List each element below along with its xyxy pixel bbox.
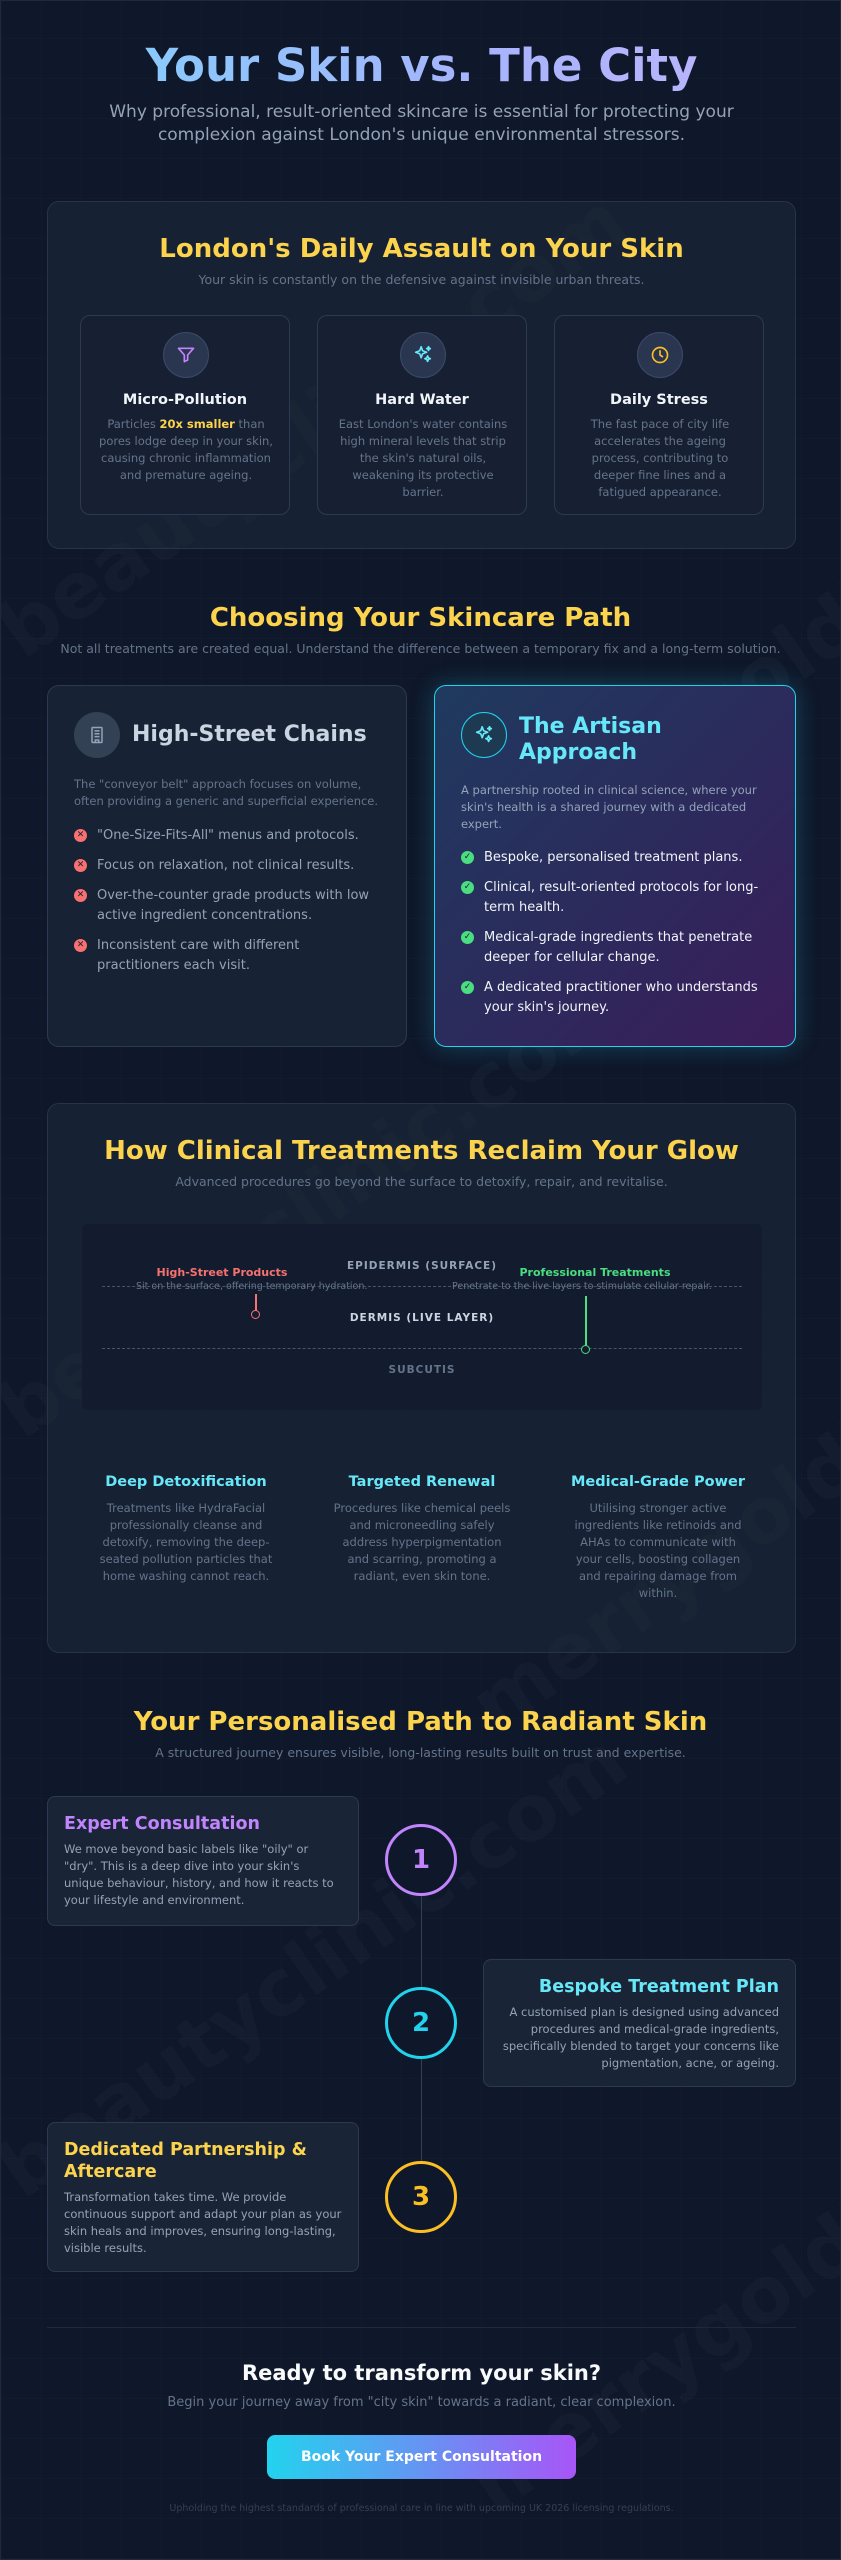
sparkles-icon — [400, 332, 446, 378]
feature-description: Treatments like HydraFacial professional… — [99, 1501, 273, 1583]
page-subtitle: Why professional, result-oriented skinca… — [109, 102, 734, 145]
artisan-card: The Artisan Approach A partnership roote… — [434, 685, 796, 1047]
layer-divider — [102, 1286, 742, 1287]
clinical-subtitle: Advanced procedures go beyond the surfac… — [175, 1174, 668, 1189]
subcutis-label: SUBCUTIS — [388, 1364, 456, 1376]
list-item: ✓Medical-grade ingredients that penetrat… — [461, 928, 771, 968]
clock-icon — [637, 332, 683, 378]
check-icon: ✓ — [461, 851, 474, 864]
threat-card-daily-stress: Daily Stress The fast pace of city life … — [554, 315, 764, 515]
step-description: Transformation takes time. We provide co… — [64, 2190, 342, 2255]
professional-treatments-desc: Penetrate to the live layers to stimulat… — [452, 1281, 712, 1292]
check-icon: ✓ — [461, 981, 474, 994]
footnote: Upholding the highest standards of profe… — [169, 2503, 674, 2514]
cta-title: Ready to transform your skin? — [241, 2361, 602, 2385]
penetration-line-deep — [585, 1296, 587, 1348]
feature-description: Utilising stronger active ingredients li… — [574, 1501, 742, 1600]
high-street-description: The "conveyor belt" approach focuses on … — [74, 777, 379, 808]
step-number-3: 3 — [385, 2161, 457, 2233]
step-title: Bespoke Treatment Plan — [538, 1977, 779, 1997]
threat-card-hard-water: Hard Water East London's water contains … — [317, 315, 527, 515]
list-item: ✓A dedicated practitioner who understand… — [461, 978, 771, 1018]
high-street-card: High-Street Chains The "conveyor belt" a… — [47, 685, 407, 1047]
step-title: Expert Consultation — [64, 1814, 260, 1834]
page-title: Your Skin vs. The City — [1, 39, 840, 92]
dermis-label: DERMIS (LIVE LAYER) — [349, 1312, 495, 1324]
artisan-list: ✓Bespoke, personalised treatment plans. … — [461, 848, 771, 1028]
high-street-title: High-Street Chains — [132, 722, 367, 747]
threat-name: Daily Stress — [610, 392, 708, 408]
step-card-treatment-plan: Bespoke Treatment Plan A customised plan… — [483, 1959, 796, 2087]
step-description: A customised plan is designed using adva… — [502, 2005, 779, 2070]
threat-card-micro-pollution: Micro-Pollution Particles 20x smaller th… — [80, 315, 290, 515]
cta-subtitle: Begin your journey away from "city skin"… — [167, 2395, 676, 2410]
x-icon: ✕ — [74, 829, 87, 842]
threat-name: Micro-Pollution — [122, 392, 248, 408]
epidermis-label: EPIDERMIS (SURFACE) — [346, 1260, 498, 1272]
penetration-marker-deep — [581, 1345, 590, 1354]
clinical-title: How Clinical Treatments Reclaim Your Glo… — [104, 1136, 739, 1166]
path-subtitle: Not all treatments are created equal. Un… — [60, 641, 781, 656]
highlight-text: 20x smaller — [159, 417, 235, 431]
check-icon: ✓ — [461, 931, 474, 944]
step-number-2: 2 — [385, 1987, 457, 2059]
list-item: ✓Bespoke, personalised treatment plans. — [461, 848, 771, 868]
artisan-title: The Artisan Approach — [519, 714, 662, 765]
penetration-line-shallow — [255, 1294, 257, 1312]
list-item: ✕Inconsistent care with different practi… — [74, 936, 384, 976]
journey-title: Your Personalised Path to Radiant Skin — [133, 1707, 708, 1737]
section-divider — [47, 2327, 796, 2328]
list-item: ✕Focus on relaxation, not clinical resul… — [74, 856, 384, 876]
professional-treatments-label: Professional Treatments — [519, 1266, 671, 1279]
threat-name: Hard Water — [375, 392, 469, 408]
filter-icon — [163, 332, 209, 378]
high-street-products-label: High-Street Products — [156, 1266, 288, 1279]
clinical-section: How Clinical Treatments Reclaim Your Glo… — [47, 1103, 796, 1653]
step-title: Dedicated Partnership & Aftercare — [64, 2140, 307, 2182]
path-title: Choosing Your Skincare Path — [209, 603, 632, 633]
book-consultation-button[interactable]: Book Your Expert Consultation — [267, 2435, 576, 2479]
check-icon: ✓ — [461, 881, 474, 894]
step-description: We move beyond basic labels like "oily" … — [64, 1842, 334, 1907]
x-icon: ✕ — [74, 889, 87, 902]
building-icon — [74, 712, 120, 758]
artisan-description: A partnership rooted in clinical science… — [461, 783, 757, 831]
threats-subtitle: Your skin is constantly on the defensive… — [198, 272, 645, 287]
feature-title: Targeted Renewal — [348, 1474, 496, 1490]
list-item: ✕"One-Size-Fits-All" menus and protocols… — [74, 826, 384, 846]
feature-description: Procedures like chemical peels and micro… — [333, 1501, 511, 1583]
high-street-products-desc: Sit on the surface, offering temporary h… — [136, 1281, 368, 1292]
list-item: ✕Over-the-counter grade products with lo… — [74, 886, 384, 926]
feature-title: Medical-Grade Power — [570, 1474, 746, 1490]
list-item: ✓Clinical, result-oriented protocols for… — [461, 878, 771, 918]
sparkles-icon — [461, 712, 507, 758]
high-street-list: ✕"One-Size-Fits-All" menus and protocols… — [74, 826, 384, 986]
threat-description: East London's water contains high minera… — [338, 417, 508, 499]
threat-description: Particles 20x smaller than pores lodge d… — [99, 417, 273, 482]
x-icon: ✕ — [74, 859, 87, 872]
step-card-aftercare: Dedicated Partnership & Aftercare Transf… — [47, 2122, 359, 2272]
feature-title: Deep Detoxification — [105, 1474, 267, 1490]
threats-section: London's Daily Assault on Your Skin Your… — [47, 201, 796, 549]
threats-title: London's Daily Assault on Your Skin — [159, 234, 684, 264]
x-icon: ✕ — [74, 939, 87, 952]
journey-subtitle: A structured journey ensures visible, lo… — [155, 1745, 686, 1760]
step-number-1: 1 — [385, 1824, 457, 1896]
penetration-marker-shallow — [251, 1310, 260, 1319]
threat-description: The fast pace of city life accelerates t… — [590, 417, 730, 499]
skin-layer-diagram: EPIDERMIS (SURFACE) DERMIS (LIVE LAYER) … — [82, 1224, 762, 1410]
step-card-consultation: Expert Consultation We move beyond basic… — [47, 1796, 359, 1926]
layer-divider — [102, 1348, 742, 1349]
